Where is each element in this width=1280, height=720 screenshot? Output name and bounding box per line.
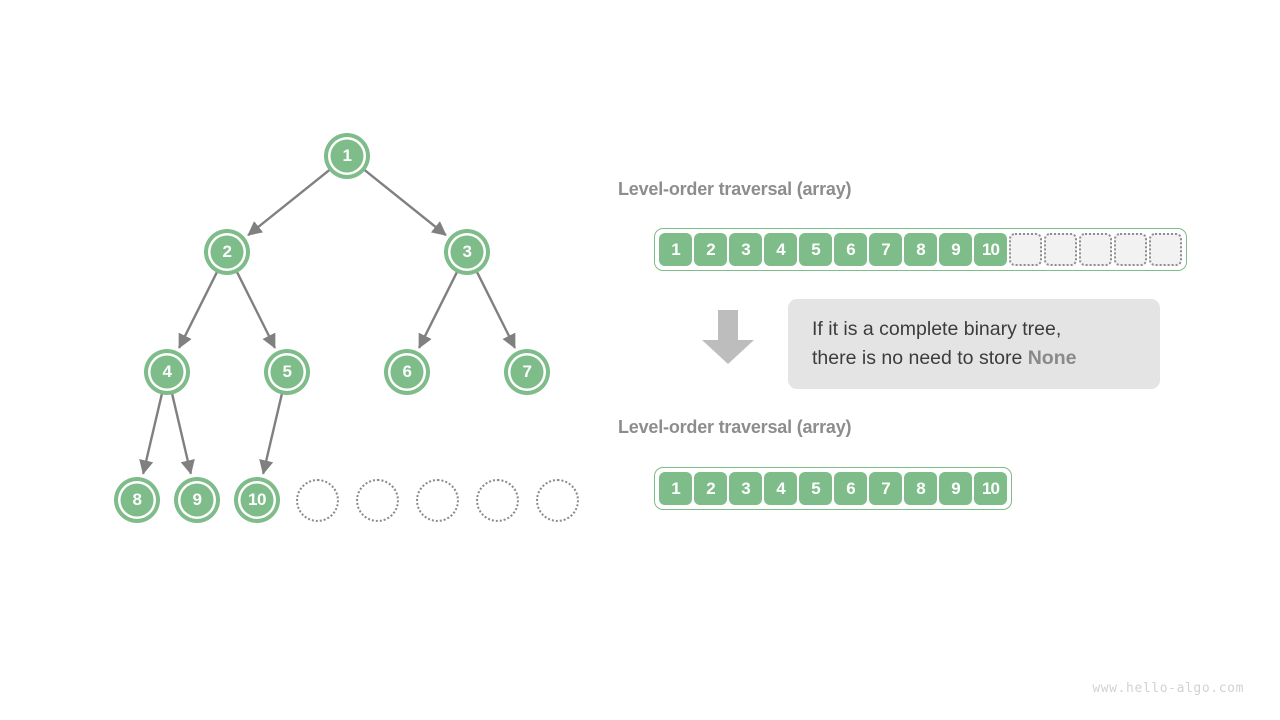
tree-edge xyxy=(178,271,219,349)
tree-node-empty xyxy=(535,478,579,522)
array-cell: 4 xyxy=(764,233,797,266)
array-cell: 9 xyxy=(939,233,972,266)
array-cell: 9 xyxy=(939,472,972,505)
tree-node: 3 xyxy=(448,233,486,271)
array-cell: 8 xyxy=(904,233,937,266)
array-cell-empty xyxy=(1114,233,1147,266)
array-cell: 6 xyxy=(834,233,867,266)
caption-callout: If it is a complete binary tree, there i… xyxy=(788,299,1160,389)
array-cell: 8 xyxy=(904,472,937,505)
tree-edge xyxy=(259,393,284,475)
array-cell: 1 xyxy=(659,472,692,505)
array-cell: 5 xyxy=(799,233,832,266)
tree-node: 5 xyxy=(268,353,306,391)
tree-node: 1 xyxy=(328,137,366,175)
array-cell: 3 xyxy=(729,233,762,266)
array-cell: 7 xyxy=(869,472,902,505)
array-cell-empty xyxy=(1044,233,1077,266)
array-cell: 1 xyxy=(659,233,692,266)
tree-edge xyxy=(139,393,164,475)
tree-edge xyxy=(363,168,447,237)
array-cell: 2 xyxy=(694,233,727,266)
tree-node: 9 xyxy=(178,481,216,519)
array-cell: 10 xyxy=(974,233,1007,266)
array-cell: 6 xyxy=(834,472,867,505)
top-array-title: Level-order traversal (array) xyxy=(618,179,852,199)
array-cell-empty xyxy=(1009,233,1042,266)
tree-node: 6 xyxy=(388,353,426,391)
tree-edge xyxy=(475,271,516,349)
array-cell-empty xyxy=(1079,233,1112,266)
tree-node: 7 xyxy=(508,353,546,391)
bottom-array-title: Level-order traversal (array) xyxy=(618,417,852,437)
array-cell: 2 xyxy=(694,472,727,505)
tree-node-empty xyxy=(295,478,339,522)
array-cell: 10 xyxy=(974,472,1007,505)
tree-node: 4 xyxy=(148,353,186,391)
caption-line-2-prefix: there is no need to store xyxy=(812,347,1028,369)
tree-node: 2 xyxy=(208,233,246,271)
tree-node: 8 xyxy=(118,481,156,519)
tree-node-empty xyxy=(415,478,459,522)
tree-edge-group xyxy=(139,168,516,475)
tree-edges-layer xyxy=(139,168,516,475)
array-cell: 4 xyxy=(764,472,797,505)
tree-node: 10 xyxy=(238,481,276,519)
array-cell: 3 xyxy=(729,472,762,505)
tree-edge xyxy=(418,271,459,349)
watermark: www.hello-algo.com xyxy=(1092,681,1244,696)
caption-none-keyword: None xyxy=(1027,347,1077,369)
tree-edge xyxy=(170,393,195,475)
tree-node-empty xyxy=(355,478,399,522)
array-cell-empty xyxy=(1149,233,1182,266)
caption-line-1: If it is a complete binary tree, xyxy=(812,318,1062,340)
down-arrow-icon xyxy=(702,310,754,364)
array-cell: 5 xyxy=(799,472,832,505)
caption-text: If it is a complete binary tree, there i… xyxy=(812,315,1076,373)
array-cell: 7 xyxy=(869,233,902,266)
tree-edge xyxy=(235,271,276,349)
tree-edge xyxy=(247,168,331,237)
tree-node-empty xyxy=(475,478,519,522)
